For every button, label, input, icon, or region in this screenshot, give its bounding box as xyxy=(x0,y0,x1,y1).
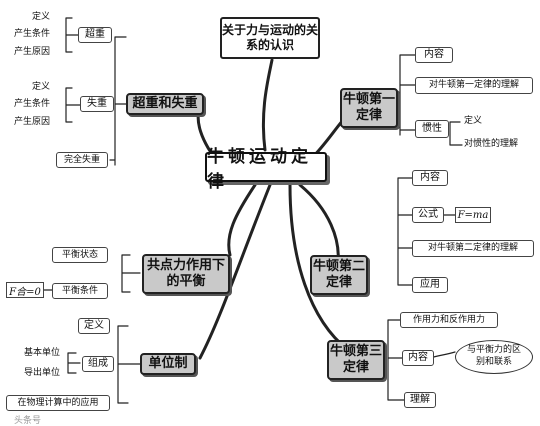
overweight-full: 完全失重 xyxy=(56,152,108,168)
inertia-node: 惯性 xyxy=(415,120,449,138)
overweight-shi: 失重 xyxy=(80,96,114,112)
shi-reason: 产生原因 xyxy=(14,117,51,127)
watermark: 头条号 xyxy=(14,416,42,426)
third-law-node: 牛顿第三定律 xyxy=(327,340,385,380)
units-definition: 定义 xyxy=(78,318,110,334)
overweight-node: 超重和失重 xyxy=(126,93,204,115)
units-composition: 组成 xyxy=(82,356,114,372)
second-law-formula-label: 公式 xyxy=(412,207,444,223)
second-law-understanding: 对牛顿第二定律的理解 xyxy=(412,240,534,257)
third-law-understanding: 理解 xyxy=(404,392,436,408)
second-law-formula: F=ma xyxy=(455,207,491,223)
shi-definition: 定义 xyxy=(32,82,51,92)
equilibrium-formula: F合=0 xyxy=(6,282,44,298)
inertia-definition: 定义 xyxy=(464,116,483,126)
equilibrium-node: 共点力作用下的平衡 xyxy=(142,254,230,294)
first-law-node: 牛顿第一定律 xyxy=(340,88,398,128)
topic-force-motion: 关于力与运动的关系的认识 xyxy=(220,17,320,59)
units-node: 单位制 xyxy=(140,353,196,375)
second-law-content: 内容 xyxy=(412,170,448,186)
third-law-content: 内容 xyxy=(402,350,434,366)
second-law-node: 牛顿第二定律 xyxy=(310,255,368,295)
equilibrium-condition: 平衡条件 xyxy=(52,283,108,299)
chao-definition: 定义 xyxy=(32,12,51,22)
chao-reason: 产生原因 xyxy=(14,47,51,57)
first-law-content: 内容 xyxy=(415,47,453,63)
inertia-understanding: 对惯性的理解 xyxy=(464,139,519,149)
derived-units: 导出单位 xyxy=(24,368,61,378)
chao-condition: 产生条件 xyxy=(14,29,51,39)
first-law-understanding: 对牛顿第一定律的理解 xyxy=(415,77,533,94)
units-application: 在物理计算中的应用 xyxy=(6,395,110,411)
second-law-application: 应用 xyxy=(412,277,448,293)
base-units: 基本单位 xyxy=(24,348,61,358)
action-reaction: 作用力和反作用力 xyxy=(400,312,498,328)
equilibrium-state: 平衡状态 xyxy=(52,247,108,263)
overweight-chao: 超重 xyxy=(78,27,112,43)
shi-condition: 产生条件 xyxy=(14,99,51,109)
balance-force-cloud: 与平衡力的区别和联系 xyxy=(455,340,533,374)
central-topic: 牛顿运动定律 xyxy=(205,147,327,192)
